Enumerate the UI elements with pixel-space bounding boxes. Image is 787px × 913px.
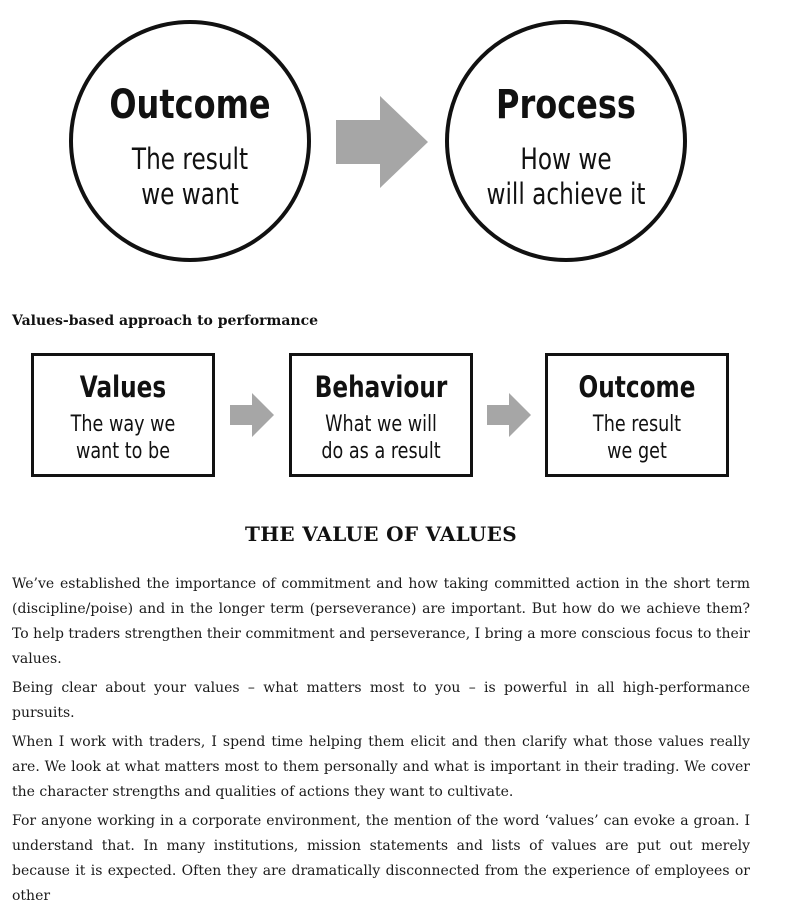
paragraph: Being clear about your values – what mat…	[12, 680, 750, 721]
outcome-box-description: The result we get	[566, 411, 708, 465]
values-box: Values The way we want to be	[31, 353, 215, 477]
paragraph: We’ve established the importance of comm…	[12, 576, 750, 667]
paragraph: For anyone working in a corporate enviro…	[12, 813, 750, 904]
paragraph: When I work with traders, I spend time h…	[12, 734, 750, 800]
values-description-line-1: The way we	[70, 412, 176, 437]
right-arrow-icon	[487, 393, 531, 437]
body-text: We’ve established the importance of comm…	[12, 572, 750, 913]
outcome-box: Outcome The result we get	[545, 353, 729, 477]
behaviour-description-line-1: What we will	[325, 412, 437, 437]
section-heading: THE VALUE OF VALUES	[245, 522, 517, 546]
process-description-line-2: will achieve it	[486, 177, 646, 211]
outcome-description: The result we want	[96, 142, 283, 212]
values-description: The way we want to be	[52, 411, 194, 465]
values-description-line-2: want to be	[75, 439, 171, 464]
outcome-box-description-line-1: The result	[592, 412, 682, 437]
outcome-title: Outcome	[109, 82, 271, 128]
process-description: How we will achieve it	[472, 142, 659, 212]
outcome-description-line-1: The result	[131, 142, 249, 176]
outcome-description-line-2: we want	[141, 177, 239, 211]
behaviour-description-line-2: do as a result	[321, 439, 441, 464]
right-arrow-icon	[230, 393, 274, 437]
values-title: Values	[79, 370, 167, 404]
outcome-circle: Outcome The result we want	[69, 20, 311, 262]
behaviour-box: Behaviour What we will do as a result	[289, 353, 473, 477]
diagram-caption: Values-based approach to performance	[12, 313, 319, 329]
behaviour-title: Behaviour	[314, 370, 448, 404]
process-title: Process	[496, 82, 636, 128]
process-circle: Process How we will achieve it	[445, 20, 687, 262]
right-arrow-icon	[336, 96, 428, 188]
outcome-box-title: Outcome	[578, 370, 696, 404]
outcome-box-description-line-2: we get	[607, 439, 667, 464]
process-description-line-1: How we	[520, 142, 612, 176]
behaviour-description: What we will do as a result	[310, 411, 452, 465]
